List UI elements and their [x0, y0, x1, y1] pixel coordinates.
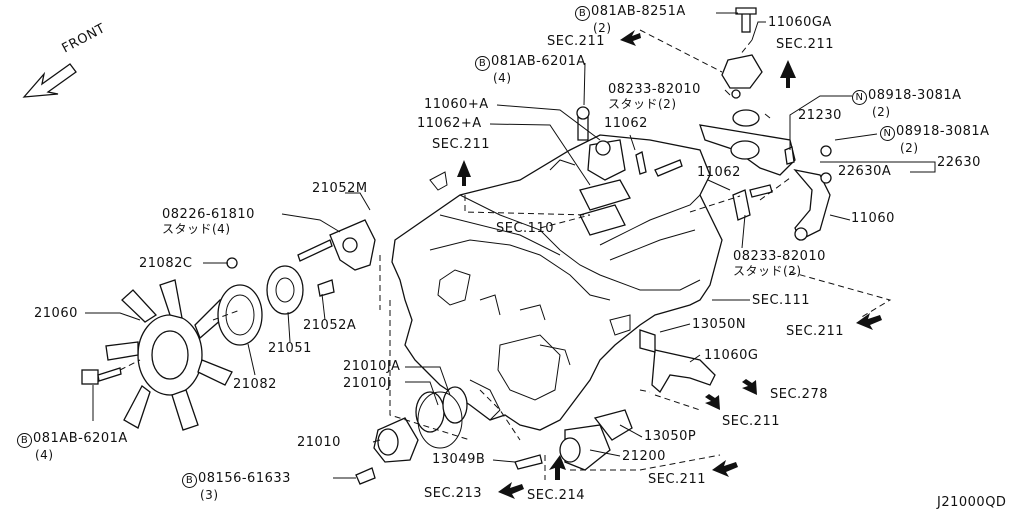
arrow-sec211-right: [856, 313, 882, 330]
sec211-right-label[interactable]: SEC.211: [786, 324, 844, 339]
thermostat-housing: [699, 7, 832, 241]
part-13049b-label[interactable]: 13049B: [432, 452, 486, 467]
arrow-sec211-lower: [705, 394, 720, 410]
fan-bracket: [226, 219, 376, 297]
front-arrow-icon: [22, 63, 77, 98]
bolt-prefix-icon: B: [475, 56, 490, 71]
sec211-top-left-label[interactable]: SEC.211: [547, 34, 605, 49]
gasket-ring: [417, 391, 463, 449]
cooling-fan: [105, 279, 233, 431]
sec211-top-right-label[interactable]: SEC.211: [776, 37, 834, 52]
stud-82010-bottom-label[interactable]: 08233-82010 スタッド(2): [733, 249, 826, 279]
arrow-sec213: [498, 482, 524, 499]
nut-prefix-icon: N: [880, 126, 895, 141]
sec214-label[interactable]: SEC.214: [527, 488, 585, 503]
arrow-sec211-top-right: [780, 60, 796, 88]
part-21082c-label[interactable]: 21082C: [139, 256, 193, 271]
part-13050n-label[interactable]: 13050N: [692, 317, 747, 332]
diagram-code: J21000QD: [937, 495, 1007, 510]
part-21051-label[interactable]: 21051: [268, 341, 312, 356]
bolt-prefix-icon: B: [182, 473, 197, 488]
stud-61810-label[interactable]: 08226-61810 スタッド(4): [162, 207, 255, 237]
arrow-sec214: [549, 455, 566, 480]
part-21010ja-label[interactable]: 21010JA: [343, 359, 401, 374]
part-11060ga-label[interactable]: 11060GA: [768, 15, 832, 30]
sec-arrows: [457, 30, 882, 499]
part-11060-plus-a-label[interactable]: 11060+A: [424, 97, 489, 112]
nut-prefix-icon: N: [852, 90, 867, 105]
arrow-sec278: [742, 379, 757, 395]
arrow-sec211-bottom: [712, 460, 738, 477]
arrow-sec211-top-left: [620, 30, 641, 46]
bolt-prefix-icon: B: [17, 433, 32, 448]
fan-bolt: [81, 367, 122, 385]
sec110-label[interactable]: SEC.110: [496, 221, 554, 236]
part-22630a-label[interactable]: 22630A: [838, 164, 892, 179]
sec213-label[interactable]: SEC.213: [424, 486, 482, 501]
part-22630-label[interactable]: 22630: [937, 155, 981, 170]
part-21010-label[interactable]: 21010: [297, 435, 341, 450]
part-21082-label[interactable]: 21082: [233, 377, 277, 392]
part-21200-label[interactable]: 21200: [622, 449, 666, 464]
sec211-mid-label[interactable]: SEC.211: [432, 137, 490, 152]
sec211-lower-label[interactable]: SEC.211: [722, 414, 780, 429]
leader-lines: [85, 12, 936, 479]
part-11060-label[interactable]: 11060: [851, 211, 895, 226]
part-11062-top-label[interactable]: 11062: [604, 116, 648, 131]
stud-82010-top-label[interactable]: 08233-82010 スタッド(2): [608, 82, 701, 112]
sec111-label[interactable]: SEC.111: [752, 293, 810, 308]
fan-coupling: [217, 265, 304, 346]
water-outlet-assembly: [576, 106, 683, 236]
water-pump: [355, 386, 468, 485]
part-21230-label[interactable]: 21230: [798, 108, 842, 123]
part-13050p-label[interactable]: 13050P: [644, 429, 697, 444]
dashed-reference-lines: [119, 29, 892, 480]
part-11062-plus-a-label[interactable]: 11062+A: [417, 116, 482, 131]
engine-block: [391, 134, 723, 431]
water-inlet: [514, 409, 633, 471]
part-11062-mid-label[interactable]: 11062: [697, 165, 741, 180]
part-21010j-label[interactable]: 21010J: [343, 376, 392, 391]
arrow-sec211-mid: [457, 160, 471, 186]
part-21052m-label[interactable]: 21052M: [312, 181, 368, 196]
part-11060g-label[interactable]: 11060G: [704, 348, 759, 363]
sec278-label[interactable]: SEC.278: [770, 387, 828, 402]
part-21060-label[interactable]: 21060: [34, 306, 78, 321]
bolt-prefix-icon: B: [575, 6, 590, 21]
sec211-bottom-label[interactable]: SEC.211: [648, 472, 706, 487]
heater-pipe: [639, 329, 716, 394]
part-21052a-label[interactable]: 21052A: [303, 318, 357, 333]
